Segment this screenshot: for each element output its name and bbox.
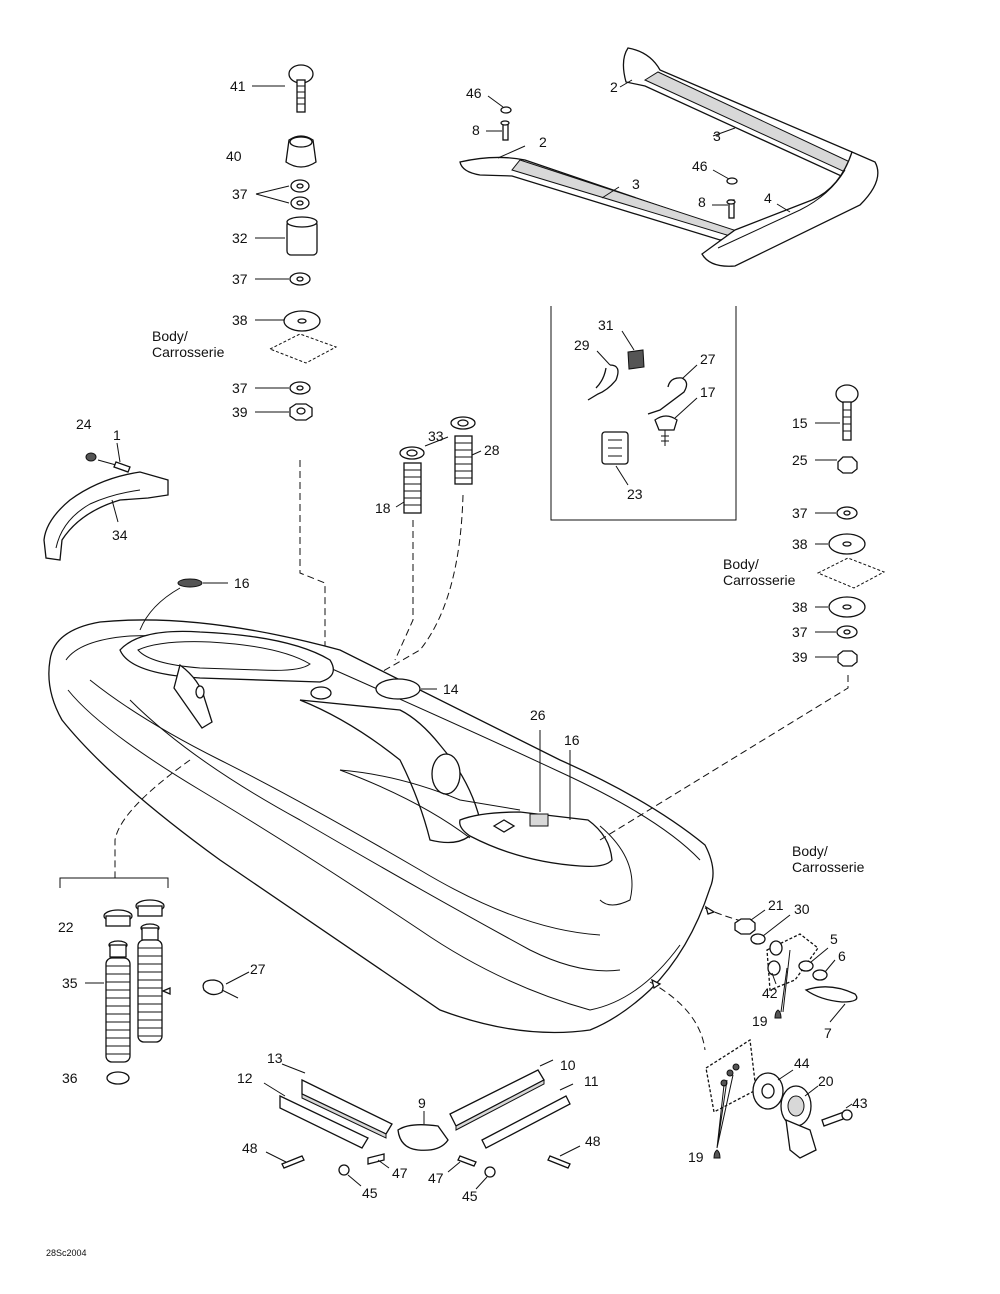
label-41: 41 — [230, 78, 246, 94]
label-32: 32 — [232, 230, 248, 246]
label-20: 20 — [818, 1073, 834, 1089]
label-2: 2 — [610, 79, 618, 95]
grip-springs — [349, 416, 482, 691]
right-mount-stack — [599, 384, 886, 841]
label-43: 43 — [852, 1095, 868, 1111]
label-47: 47 — [428, 1170, 444, 1186]
label-3: 3 — [632, 176, 640, 192]
label-2: 2 — [539, 134, 547, 150]
gunwale-trim-assembly — [459, 47, 879, 267]
side-hardware — [704, 905, 858, 1023]
label-1: 1 — [113, 427, 121, 443]
body-note-line1: Body/ — [152, 328, 188, 344]
label-31: 31 — [598, 317, 614, 333]
label-9: 9 — [418, 1095, 426, 1111]
handle-bracket — [43, 442, 169, 561]
label-36: 36 — [62, 1070, 78, 1086]
label-37: 37 — [792, 505, 808, 521]
label-35: 35 — [62, 975, 78, 991]
drain-plug-assembly — [649, 978, 853, 1159]
label-25: 25 — [792, 452, 808, 468]
hose-assembly — [59, 759, 250, 1085]
label-15: 15 — [792, 415, 808, 431]
label-8: 8 — [472, 122, 480, 138]
label-19: 19 — [688, 1149, 704, 1165]
label-21: 21 — [768, 897, 784, 913]
callout-labels: 41 40 37 32 37 38 Body/ Carrosserie 37 3… — [46, 78, 868, 1258]
label-3: 3 — [713, 128, 721, 144]
label-44: 44 — [794, 1055, 810, 1071]
label-38: 38 — [792, 599, 808, 615]
label-45: 45 — [462, 1188, 478, 1204]
body-note-line2: Carrosserie — [723, 572, 796, 588]
label-38: 38 — [232, 312, 248, 328]
label-5: 5 — [830, 931, 838, 947]
label-39: 39 — [792, 649, 808, 665]
label-16: 16 — [234, 575, 250, 591]
left-mount-stack — [252, 64, 338, 648]
label-42: 42 — [762, 985, 778, 1001]
label-46: 46 — [466, 85, 482, 101]
label-29: 29 — [574, 337, 590, 353]
hull-body — [48, 578, 714, 1034]
label-37: 37 — [232, 271, 248, 287]
label-14: 14 — [443, 681, 459, 697]
label-27: 27 — [250, 961, 266, 977]
label-40: 40 — [226, 148, 242, 164]
label-24: 24 — [76, 416, 92, 432]
label-45: 45 — [362, 1185, 378, 1201]
label-28: 28 — [484, 442, 500, 458]
label-38: 38 — [792, 536, 808, 552]
label-16: 16 — [564, 732, 580, 748]
body-note-line2: Carrosserie — [792, 859, 865, 875]
label-46: 46 — [692, 158, 708, 174]
label-11: 11 — [584, 1073, 599, 1089]
label-12: 12 — [237, 1070, 253, 1086]
label-4: 4 — [764, 190, 772, 206]
label-48: 48 — [242, 1140, 258, 1156]
label-33: 33 — [428, 428, 444, 444]
label-26: 26 — [530, 707, 546, 723]
label-37: 37 — [232, 186, 248, 202]
bumper-rail-assembly — [263, 1059, 581, 1190]
label-18: 18 — [375, 500, 391, 516]
label-37: 37 — [792, 624, 808, 640]
label-13: 13 — [267, 1050, 283, 1066]
label-17: 17 — [700, 384, 716, 400]
label-23: 23 — [627, 486, 643, 502]
label-34: 34 — [112, 527, 128, 543]
label-10: 10 — [560, 1057, 576, 1073]
body-note-line1: Body/ — [792, 843, 828, 859]
label-7: 7 — [824, 1025, 832, 1041]
label-47: 47 — [392, 1165, 408, 1181]
body-note-line2: Carrosserie — [152, 344, 225, 360]
drawing-code: 28Sc2004 — [46, 1248, 87, 1258]
body-note-line1: Body/ — [723, 556, 759, 572]
label-8: 8 — [698, 194, 706, 210]
label-19: 19 — [752, 1013, 768, 1029]
fastener-detail-box — [550, 306, 737, 521]
label-27: 27 — [700, 351, 716, 367]
label-48: 48 — [585, 1133, 601, 1149]
label-39: 39 — [232, 404, 248, 420]
label-6: 6 — [838, 948, 846, 964]
label-22: 22 — [58, 919, 74, 935]
label-30: 30 — [794, 901, 810, 917]
label-37: 37 — [232, 380, 248, 396]
